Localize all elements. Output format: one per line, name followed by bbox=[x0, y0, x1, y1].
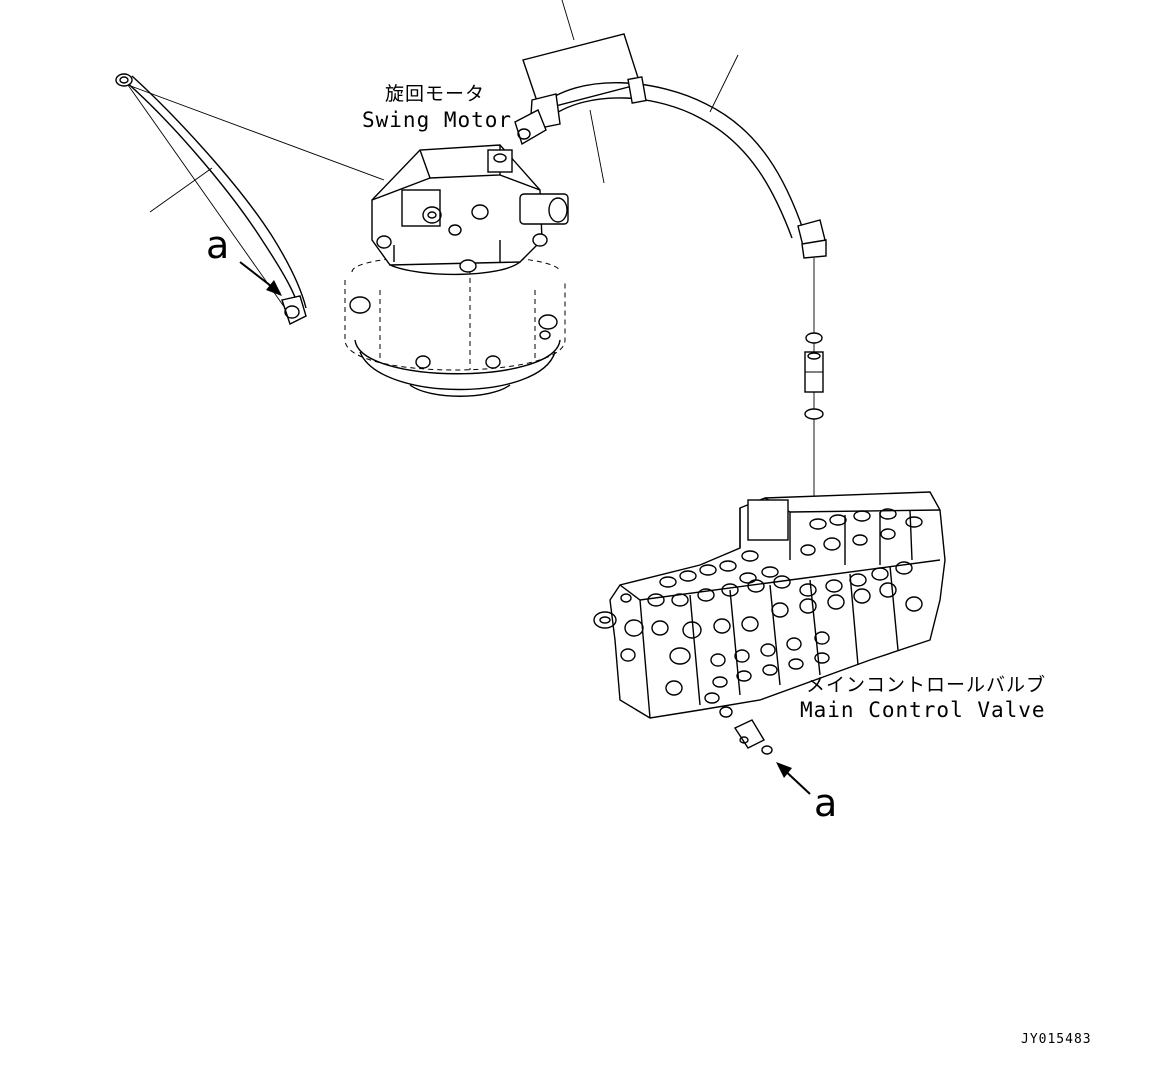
connection-line bbox=[804, 258, 824, 508]
leader-lines bbox=[127, 0, 739, 319]
main-control-valve bbox=[593, 491, 946, 755]
main-control-valve-label-jp: メインコントロールバルブ bbox=[806, 674, 1047, 696]
swing-motor bbox=[344, 144, 569, 397]
main-control-valve-label-en: Main Control Valve bbox=[800, 698, 1046, 722]
drawing-id: JY015483 bbox=[1021, 1032, 1092, 1047]
right-hose bbox=[514, 76, 827, 259]
callout-a-left: a bbox=[206, 223, 230, 267]
callout-a-right: a bbox=[814, 781, 838, 825]
left-hose bbox=[115, 73, 307, 325]
callout-arrows bbox=[239, 261, 811, 795]
swing-motor-label-jp: 旋回モータ bbox=[385, 83, 486, 105]
swing-motor-label-en: Swing Motor bbox=[362, 108, 513, 132]
